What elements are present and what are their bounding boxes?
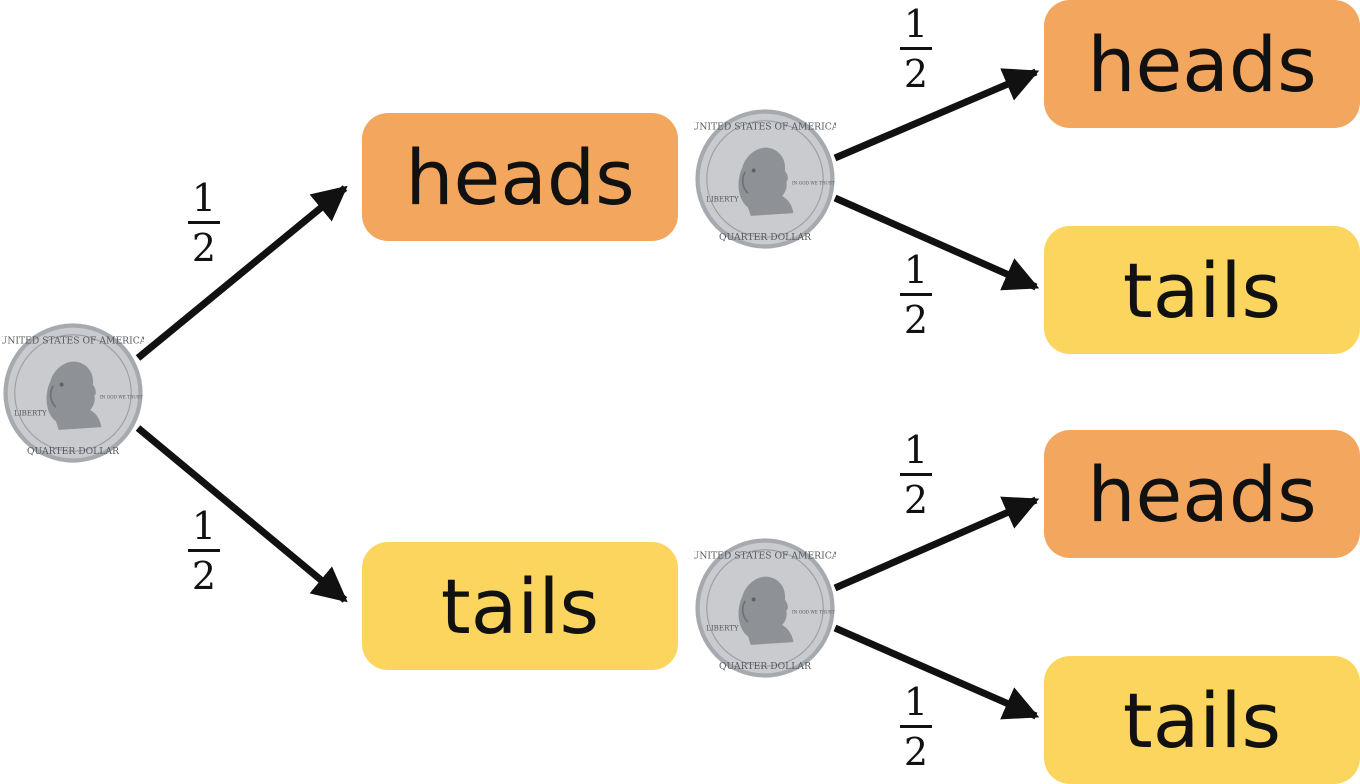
- coin-right-text: IN GOD WE TRUST: [792, 182, 835, 187]
- coin-top-text: UNITED STATES OF AMERICA: [2, 335, 144, 346]
- arrow-heads-to-heads: [833, 68, 1040, 162]
- node-tails-heads: heads: [1044, 430, 1360, 558]
- node-label: tails: [1122, 675, 1282, 765]
- quarter-coin-icon: UNITED STATES OF AMERICA QUARTER DOLLAR …: [692, 537, 839, 679]
- fraction-bar: [900, 293, 932, 296]
- quarter-coin-icon: UNITED STATES OF AMERICA QUARTER DOLLAR …: [0, 322, 147, 464]
- probability-numerator: 1: [903, 248, 929, 292]
- arrow-tails-to-heads: [833, 496, 1040, 592]
- probability-numerator: 1: [903, 428, 929, 472]
- fraction-bar: [188, 549, 220, 552]
- probability-label: 1 2: [891, 250, 941, 340]
- fraction-bar: [900, 725, 932, 728]
- node-heads: heads: [362, 113, 678, 241]
- arrow-root-to-heads: [135, 185, 348, 361]
- coin-left-text: LIBERTY: [706, 624, 739, 633]
- coin-bottom-text: QUARTER DOLLAR: [27, 446, 120, 457]
- arrow-root-to-tails: [135, 425, 348, 603]
- coin-right-text: IN GOD WE TRUST: [792, 611, 835, 616]
- probability-denominator: 2: [191, 554, 217, 598]
- fraction-bar: [900, 473, 932, 476]
- quarter-dollar-coin-icon: UNITED STATES OF AMERICA QUARTER DOLLAR …: [692, 109, 839, 249]
- probability-label: 1 2: [179, 506, 229, 596]
- probability-denominator: 2: [903, 478, 929, 522]
- fraction-bar: [900, 47, 932, 50]
- probability-denominator: 2: [903, 298, 929, 342]
- probability-label: 1 2: [891, 682, 941, 772]
- node-label: heads: [405, 132, 635, 222]
- probability-denominator: 2: [903, 730, 929, 774]
- probability-numerator: 1: [903, 680, 929, 724]
- quarter-dollar-coin-icon: UNITED STATES OF AMERICA QUARTER DOLLAR …: [0, 323, 147, 463]
- probability-label: 1 2: [891, 4, 941, 94]
- coin-left-text: LIBERTY: [14, 409, 47, 418]
- coin-left-text: LIBERTY: [706, 195, 739, 204]
- arrow-heads-to-tails: [833, 194, 1040, 291]
- coin-top-text: UNITED STATES OF AMERICA: [694, 550, 836, 561]
- probability-numerator: 1: [191, 176, 217, 220]
- node-label: tails: [1122, 245, 1282, 335]
- node-tails-tails: tails: [1044, 656, 1360, 784]
- coin-top-text: UNITED STATES OF AMERICA: [694, 121, 836, 132]
- node-label: heads: [1087, 19, 1317, 109]
- probability-label: 1 2: [891, 430, 941, 520]
- quarter-coin-icon: UNITED STATES OF AMERICA QUARTER DOLLAR …: [692, 108, 839, 250]
- coin-bottom-text: QUARTER DOLLAR: [719, 661, 812, 672]
- node-tails: tails: [362, 542, 678, 670]
- probability-label: 1 2: [179, 178, 229, 268]
- node-label: heads: [1087, 449, 1317, 539]
- probability-numerator: 1: [903, 2, 929, 46]
- probability-denominator: 2: [191, 226, 217, 270]
- node-heads-heads: heads: [1044, 0, 1360, 128]
- coin-right-text: IN GOD WE TRUST: [100, 396, 143, 401]
- probability-denominator: 2: [903, 52, 929, 96]
- arrow-tails-to-tails: [833, 624, 1040, 720]
- node-label: tails: [440, 561, 600, 651]
- node-heads-tails: tails: [1044, 226, 1360, 354]
- fraction-bar: [188, 221, 220, 224]
- probability-numerator: 1: [191, 504, 217, 548]
- quarter-dollar-coin-icon: UNITED STATES OF AMERICA QUARTER DOLLAR …: [692, 538, 839, 678]
- coin-bottom-text: QUARTER DOLLAR: [719, 232, 812, 243]
